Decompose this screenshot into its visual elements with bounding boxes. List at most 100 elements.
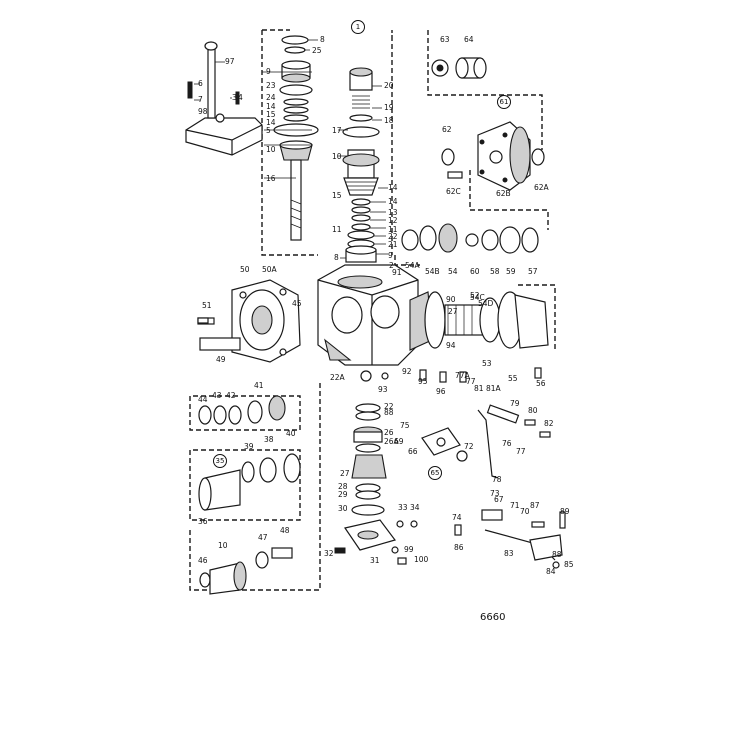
part-label: 49 <box>216 355 226 364</box>
part-label: 69 <box>394 437 404 446</box>
part-label: 88 <box>384 408 394 417</box>
part-label: 30 <box>338 504 348 513</box>
part-label: 11 <box>332 225 342 234</box>
part-label: 88 <box>552 550 562 559</box>
figure-number: 6660 <box>480 612 506 623</box>
part-label: 78 <box>492 475 502 484</box>
part-label: 94 <box>446 341 456 350</box>
part-label: 36 <box>198 517 208 526</box>
part-label: 70 <box>520 507 530 516</box>
part-label: 12 <box>388 216 398 225</box>
part-label: 83 <box>504 549 514 558</box>
part-label: 4 <box>238 93 243 102</box>
right-gear-assembly <box>409 291 549 351</box>
group-line-bottom <box>189 380 321 591</box>
part-label: 97 <box>225 57 235 66</box>
part-label: 75 <box>400 421 410 430</box>
part-label: 31 <box>370 556 380 565</box>
part-label: 87 <box>530 501 540 510</box>
part-label: 81A <box>486 384 501 393</box>
part-label: 14 <box>266 118 276 127</box>
part-label: 62C <box>446 187 461 196</box>
part-label: 32 <box>324 549 334 558</box>
part-label: 85 <box>564 560 574 569</box>
part-label: 13 <box>388 208 398 217</box>
part-label: 56 <box>536 379 546 388</box>
part-label: 38 <box>264 435 274 444</box>
group-box-41-44 <box>189 395 301 431</box>
group-line-61 <box>427 30 543 150</box>
part-label: 26A <box>384 437 399 446</box>
part-label: 52 <box>470 291 480 300</box>
part-label: 2 <box>389 261 394 270</box>
part-label: 54C <box>470 293 485 302</box>
circled-label-65: 65 <box>428 466 442 480</box>
part-label: 79 <box>510 399 520 408</box>
parts-63-64 <box>431 57 487 79</box>
part-label: 3 <box>232 93 237 102</box>
part-label: 7 <box>198 95 203 104</box>
part-label: 33 <box>398 503 408 512</box>
part-label: 60 <box>470 267 480 276</box>
part-label: 53 <box>482 359 492 368</box>
main-gear-housing <box>317 264 419 366</box>
part-label: 43 <box>212 391 222 400</box>
part-label: 51 <box>202 301 212 310</box>
circled-label-61: 61 <box>497 95 511 109</box>
part-label: 84 <box>546 567 556 576</box>
part-label: 76 <box>502 439 512 448</box>
part-label: 8 <box>320 35 325 44</box>
part-label: 54D <box>478 299 494 308</box>
part-label: 77A <box>455 371 470 380</box>
part-label: 24 <box>266 93 276 102</box>
center-lower-stack <box>334 370 397 554</box>
part-label: 46 <box>198 556 208 565</box>
part-label: 20 <box>384 81 394 90</box>
part-label: 48 <box>280 526 290 535</box>
part-label: 44 <box>198 395 208 404</box>
differential-housing-61 <box>441 121 545 191</box>
part-label: 80 <box>528 406 538 415</box>
part-label: 9 <box>266 67 271 76</box>
part-label: 89 <box>560 507 570 516</box>
part-label: 63 <box>440 35 450 44</box>
part-label: 11 <box>388 225 398 234</box>
part-label: 95 <box>418 377 428 386</box>
part-label: 81 <box>474 384 484 393</box>
part-label: 73 <box>490 489 500 498</box>
bearing-set-35 <box>198 453 301 511</box>
part-label: 19 <box>384 103 394 112</box>
part-label: 15 <box>266 110 276 119</box>
part-label: 50 <box>240 265 250 274</box>
circled-label-1: 1 <box>351 20 365 34</box>
part-label: 27 <box>448 307 458 316</box>
part-label: 17 <box>332 126 342 135</box>
part-label: 98 <box>198 107 208 116</box>
part-label: 62A <box>534 183 549 192</box>
part-label: 41 <box>254 381 264 390</box>
part-label: 27 <box>340 469 350 478</box>
part-label: 15 <box>332 191 342 200</box>
part-label: 100 <box>414 555 429 564</box>
part-label: 55 <box>508 374 518 383</box>
part-label: 34 <box>410 503 420 512</box>
part-label: 22 <box>388 232 398 241</box>
part-label: 8 <box>334 253 339 262</box>
part-label: 66 <box>408 447 418 456</box>
lower-left-shaft <box>199 547 293 595</box>
part-label: 91 <box>392 268 402 277</box>
group-line-left-shaft <box>261 30 318 256</box>
part-label: 22 <box>384 402 394 411</box>
part-label: 54A <box>405 261 420 270</box>
part-label: 77 <box>466 377 476 386</box>
part-label: 57 <box>528 267 538 276</box>
bearing-set-41-44 <box>198 395 286 425</box>
group-box-35 <box>189 449 301 521</box>
part-label: 42 <box>226 391 236 400</box>
cover-plate-66 <box>421 427 468 462</box>
part-label: 5 <box>266 126 271 135</box>
part-label: 96 <box>436 387 446 396</box>
part-label: 58 <box>490 267 500 276</box>
